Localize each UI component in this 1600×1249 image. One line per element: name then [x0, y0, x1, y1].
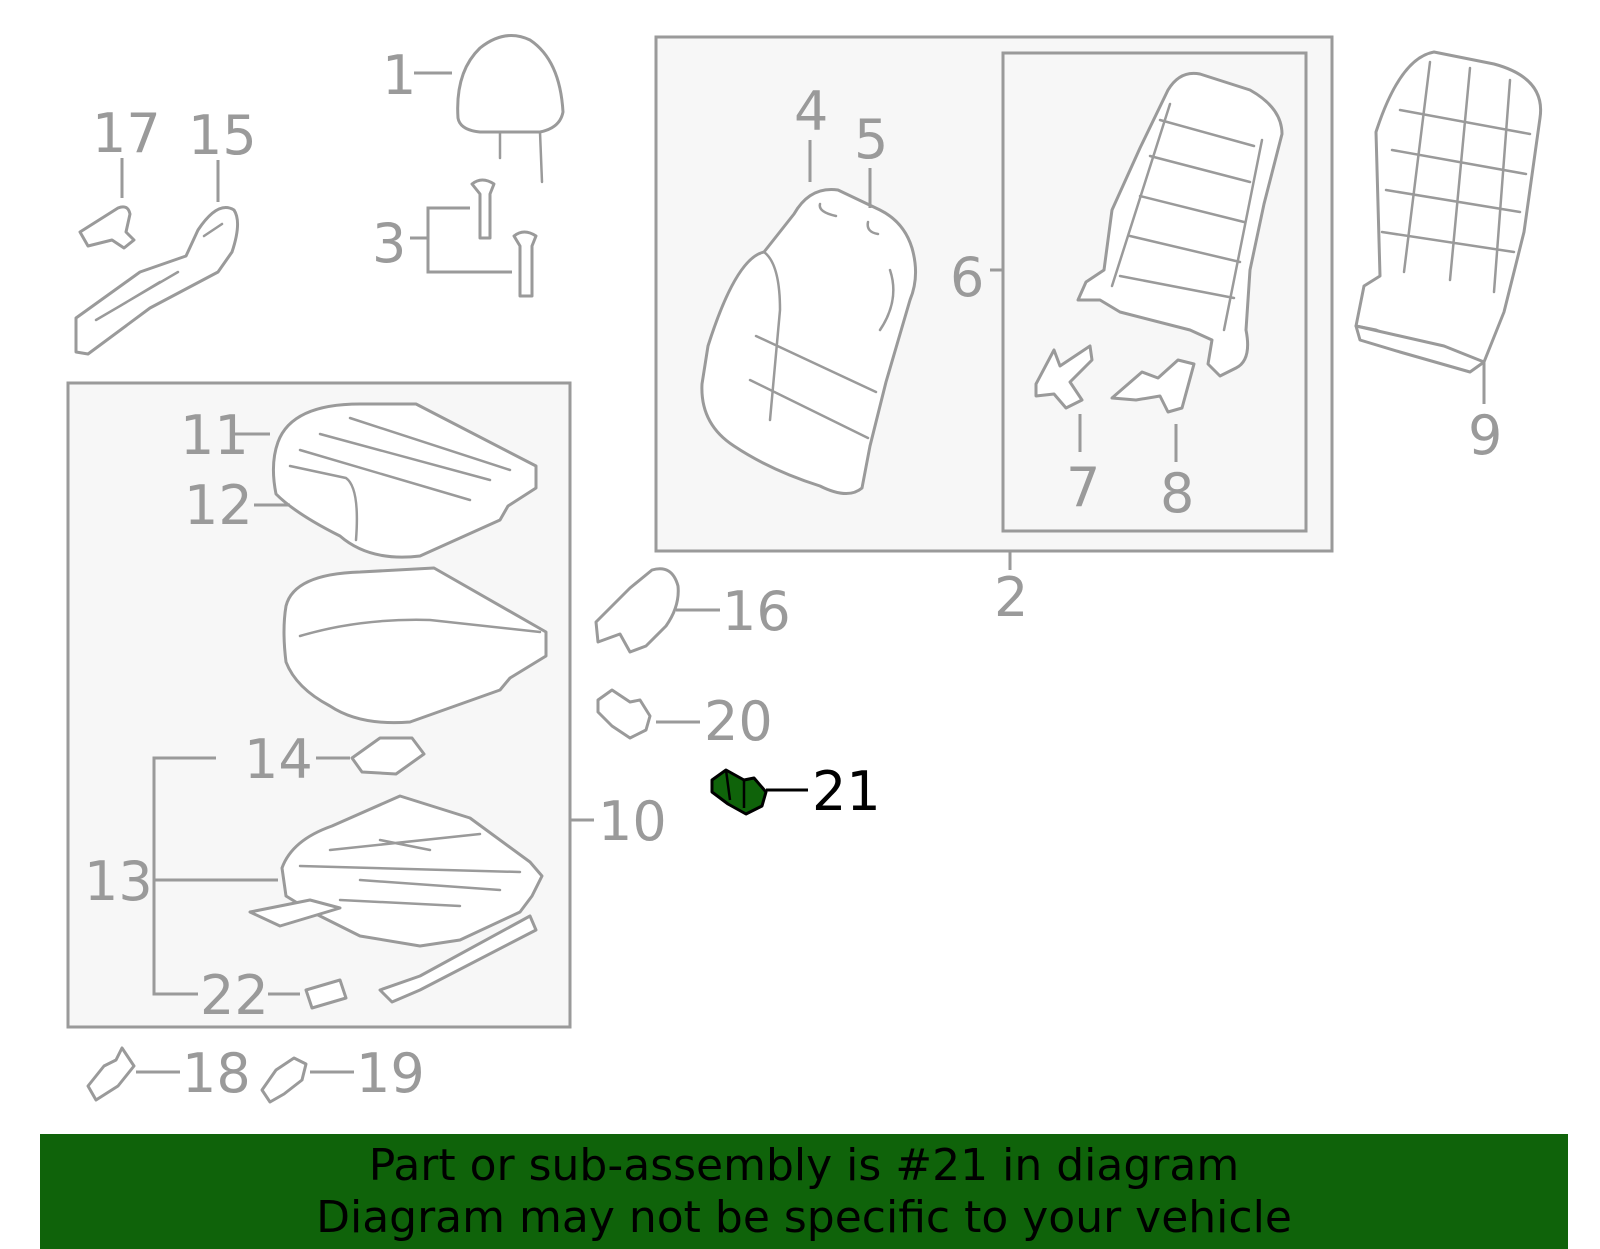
- part-9-back-board[interactable]: [1354, 50, 1543, 374]
- part-8-bracket[interactable]: [1110, 358, 1196, 414]
- part-14-module[interactable]: [350, 736, 426, 776]
- callout-5: 5: [854, 108, 888, 171]
- callout-3: 3: [372, 212, 406, 275]
- part-19-clip[interactable]: [260, 1056, 308, 1104]
- callout-19: 19: [356, 1042, 425, 1105]
- part-20-cap[interactable]: [596, 688, 652, 740]
- callout-13: 13: [84, 850, 153, 913]
- callout-4: 4: [794, 80, 828, 143]
- callout-20: 20: [704, 690, 773, 753]
- callout-15: 15: [188, 104, 257, 167]
- callout-8: 8: [1160, 462, 1194, 525]
- part-21-highlighted-cap[interactable]: [710, 768, 768, 816]
- leader-lines: [120, 71, 1486, 1074]
- callout-12: 12: [184, 474, 253, 537]
- part-6-seat-back-frame[interactable]: [1076, 71, 1284, 378]
- part-18-clip[interactable]: [86, 1046, 136, 1102]
- callout-14: 14: [244, 728, 313, 791]
- part-cushion-pad[interactable]: [282, 566, 548, 725]
- banner-line-part: Part or sub-assembly is #21 in diagram: [368, 1140, 1240, 1191]
- callout-10: 10: [598, 790, 667, 853]
- part-15-side-shield[interactable]: [74, 206, 239, 356]
- callout-18: 18: [182, 1042, 251, 1105]
- callout-9: 9: [1468, 404, 1502, 467]
- callout-6: 6: [950, 246, 984, 309]
- part-22-clip[interactable]: [304, 978, 348, 1010]
- callout-21: 21: [812, 760, 881, 823]
- callout-7: 7: [1066, 456, 1100, 519]
- callout-16: 16: [722, 580, 791, 643]
- part-16-cover[interactable]: [594, 567, 680, 654]
- callout-2: 2: [994, 566, 1028, 629]
- part-1-headrest[interactable]: [456, 34, 565, 184]
- info-banner: Part or sub-assembly is #21 in diagram D…: [40, 1134, 1568, 1249]
- part-11-cushion-cover[interactable]: [271, 402, 538, 559]
- part-3-headrest-guides[interactable]: [470, 178, 538, 298]
- banner-line-disclaimer: Diagram may not be specific to your vehi…: [316, 1192, 1292, 1243]
- part-17-knob[interactable]: [78, 205, 136, 250]
- part-13-cushion-frame[interactable]: [248, 794, 544, 1004]
- callout-22: 22: [200, 964, 269, 1027]
- callout-17: 17: [92, 102, 161, 165]
- part-7-bracket[interactable]: [1034, 344, 1094, 410]
- callout-1: 1: [382, 44, 416, 107]
- callout-11: 11: [180, 404, 249, 467]
- part-4-seat-back-cover[interactable]: [700, 188, 917, 495]
